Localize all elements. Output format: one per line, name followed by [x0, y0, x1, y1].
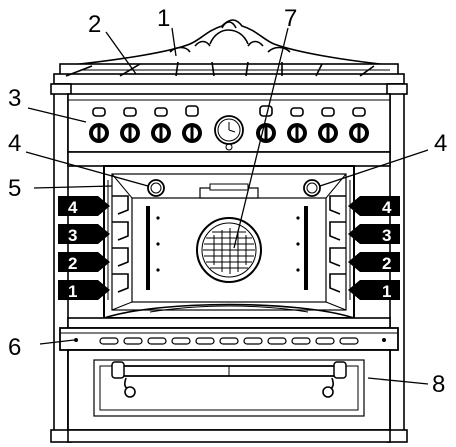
svg-text:3: 3: [382, 226, 391, 245]
oven-lamps: [147, 179, 321, 197]
svg-text:4: 4: [382, 198, 392, 217]
svg-text:1: 1: [68, 282, 77, 301]
svg-text:2: 2: [382, 254, 391, 273]
knob-1[interactable]: [89, 107, 109, 143]
callout-3: 3: [8, 85, 21, 112]
knob-3[interactable]: [151, 107, 171, 143]
svg-text:2: 2: [68, 254, 77, 273]
callout-8: 8: [432, 371, 445, 398]
oven-lamp-right: [303, 179, 321, 197]
oven-lamp-left: [147, 179, 165, 197]
hob-grates: [53, 61, 405, 85]
svg-text:4: 4: [68, 198, 78, 217]
callout-2: 2: [88, 11, 101, 38]
shelf-level-tabs-right: 4 3 2 1: [348, 196, 400, 301]
door-handle[interactable]: [111, 361, 347, 398]
oven-cavity: [67, 151, 391, 319]
knob-2[interactable]: [120, 107, 140, 143]
convection-fan-cover: [196, 217, 262, 283]
knob-6[interactable]: [287, 107, 307, 143]
knob-4[interactable]: [182, 105, 202, 143]
shelf-tab-right-1: 1: [348, 280, 400, 301]
svg-text:1: 1: [382, 282, 391, 301]
leader-lines: [25, 27, 429, 385]
door-vent-strip: [59, 327, 399, 351]
callout-labels: 1 2 3 4 4 5 6 7 8: [8, 5, 447, 398]
callout-5: 5: [8, 175, 21, 202]
plinth: [67, 429, 391, 443]
shelf-tab-left-1: 1: [58, 280, 110, 301]
shelf-tab-left-3: 3: [58, 224, 110, 245]
shelf-tab-right-4: 4: [348, 196, 400, 217]
shelf-racks: [107, 180, 351, 300]
top-crest: [61, 19, 399, 67]
svg-text:3: 3: [68, 226, 77, 245]
shelf-level-tabs-left: 4 3 2 1: [58, 196, 110, 301]
callout-4-left: 4: [8, 130, 21, 157]
callout-1: 1: [157, 5, 170, 32]
shelf-tab-left-4: 4: [58, 196, 110, 217]
knob-8[interactable]: [349, 107, 369, 143]
clock-timer[interactable]: [214, 115, 244, 151]
callout-4-right: 4: [434, 130, 447, 157]
shelf-tab-left-2: 2: [58, 252, 110, 273]
shelf-tab-right-3: 3: [348, 224, 400, 245]
shelf-tab-right-2: 2: [348, 252, 400, 273]
knob-7[interactable]: [318, 107, 338, 143]
control-knobs[interactable]: [89, 105, 369, 151]
callout-7: 7: [284, 5, 297, 32]
callout-6: 6: [8, 334, 21, 361]
